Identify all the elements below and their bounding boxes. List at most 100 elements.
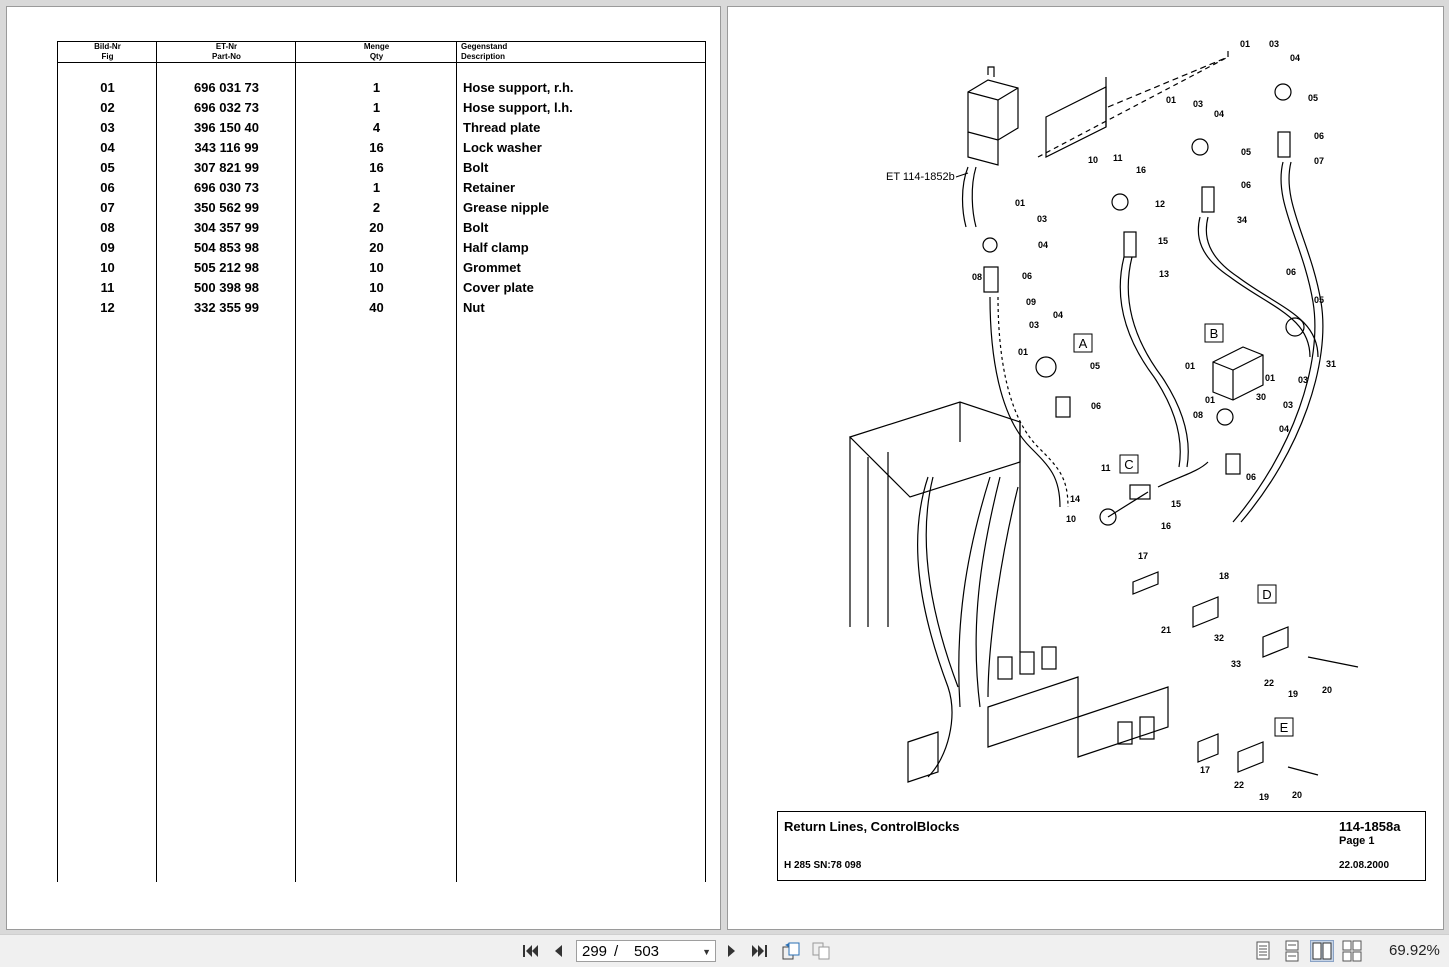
cell-part: 350 562 99 <box>193 200 260 215</box>
cell-fig: 04 <box>100 140 115 155</box>
callout-number: 16 <box>1161 521 1171 531</box>
rotate-button[interactable] <box>781 941 801 961</box>
zoom-level[interactable]: 69.92% <box>1389 942 1440 959</box>
cell-desc: Hose support, r.h. <box>463 80 574 95</box>
cell-desc: Grease nipple <box>463 200 549 215</box>
callout-number: 17 <box>1200 765 1210 775</box>
cell-fig: 02 <box>100 100 115 115</box>
detail-label-e: E <box>1280 720 1289 735</box>
cell-fig: 11 <box>100 280 115 295</box>
callout-number: 06 <box>1314 131 1324 141</box>
detail-label-d: D <box>1262 587 1271 602</box>
cell-qty: 1 <box>372 80 381 95</box>
callout-number: 04 <box>1290 53 1300 63</box>
continuous-view-icon <box>1285 940 1299 962</box>
callout-number: 30 <box>1256 392 1266 402</box>
cell-part: 343 116 99 <box>194 140 259 155</box>
callout-number: 22 <box>1234 780 1244 790</box>
cell-part: 504 853 98 <box>193 240 260 255</box>
cell-fig: 10 <box>100 260 115 275</box>
rotate-icon <box>782 942 800 960</box>
first-page-icon <box>523 945 538 957</box>
cell-qty: 16 <box>369 140 384 155</box>
callout-number: 20 <box>1292 790 1302 800</box>
two-page-view-icon <box>1312 942 1332 960</box>
callout-number: 08 <box>972 272 982 282</box>
last-page-button[interactable] <box>750 941 770 961</box>
page-number-selector[interactable]: 299 / 503 ▼ <box>576 940 716 962</box>
cell-qty: 1 <box>372 180 381 195</box>
callout-number: 15 <box>1158 236 1168 246</box>
callout-number: 16 <box>1136 165 1146 175</box>
page-dropdown-icon[interactable]: ▼ <box>702 947 711 957</box>
callout-number: 06 <box>1286 267 1296 277</box>
column-divider <box>156 42 157 882</box>
cell-desc: Cover plate <box>463 280 534 295</box>
drawing-date: 22.08.2000 <box>1339 860 1390 871</box>
previous-page-button[interactable] <box>548 941 568 961</box>
two-page-continuous-view-icon <box>1342 940 1362 962</box>
page-label: Page 1 <box>1339 835 1375 847</box>
cell-fig: 05 <box>100 160 115 175</box>
callout-number: 01 <box>1240 39 1250 49</box>
callout-number: 34 <box>1237 215 1247 225</box>
cell-part: 332 355 99 <box>193 300 260 315</box>
cell-part: 304 357 99 <box>193 220 260 235</box>
callout-number: 06 <box>1091 401 1101 411</box>
cell-fig: 01 <box>100 80 115 95</box>
header-qty-en: Qty <box>369 52 384 61</box>
callout-number: 01 <box>1205 395 1215 405</box>
callout-number: 04 <box>1214 109 1224 119</box>
current-page[interactable]: 299 <box>582 943 608 960</box>
single-page-view-button[interactable] <box>1251 940 1275 962</box>
callout-number: 32 <box>1214 633 1224 643</box>
rotate-alt-button[interactable] <box>811 941 831 961</box>
cell-qty: 10 <box>369 260 384 275</box>
cell-fig: 06 <box>100 180 115 195</box>
callout-number: 01 <box>1166 95 1176 105</box>
callout-number: 22 <box>1264 678 1274 688</box>
callout-number: 15 <box>1171 499 1181 509</box>
cell-desc: Thread plate <box>463 120 541 135</box>
prev-page-icon <box>555 945 562 957</box>
callout-number: 05 <box>1241 147 1251 157</box>
header-fig-en: Fig <box>101 52 114 61</box>
callout-number: 03 <box>1283 400 1293 410</box>
two-page-view-button[interactable] <box>1310 940 1334 962</box>
cell-qty: 1 <box>372 100 381 115</box>
callout-number: 09 <box>1026 297 1036 307</box>
first-page-button[interactable] <box>520 941 540 961</box>
callout-number: 33 <box>1231 659 1241 669</box>
callout-number: 05 <box>1308 93 1318 103</box>
detail-label-a: A <box>1079 336 1088 351</box>
next-page-button[interactable] <box>722 941 742 961</box>
continuous-view-button[interactable] <box>1280 940 1304 962</box>
callout-number: 05 <box>1314 295 1324 305</box>
callout-number: 03 <box>1298 375 1308 385</box>
rotate-alt-icon <box>812 942 830 960</box>
callout-number: 08 <box>1193 410 1203 420</box>
cell-qty: 16 <box>369 160 384 175</box>
two-page-continuous-view-button[interactable] <box>1340 940 1364 962</box>
cell-part: 396 150 40 <box>193 120 260 135</box>
header-fig-de: Bild-Nr <box>94 42 121 51</box>
cell-part: 500 398 98 <box>193 280 260 295</box>
drawing-title: Return Lines, ControlBlocks <box>784 819 960 834</box>
cell-fig: 03 <box>100 120 115 135</box>
cell-desc: Half clamp <box>463 240 529 255</box>
header-part-de: ET-Nr <box>215 42 238 51</box>
cell-desc: Retainer <box>463 180 516 195</box>
callout-number: 06 <box>1246 472 1256 482</box>
callout-number: 21 <box>1161 625 1171 635</box>
callout-number: 20 <box>1322 685 1332 695</box>
next-page-icon <box>728 945 735 957</box>
cell-qty: 10 <box>369 280 384 295</box>
